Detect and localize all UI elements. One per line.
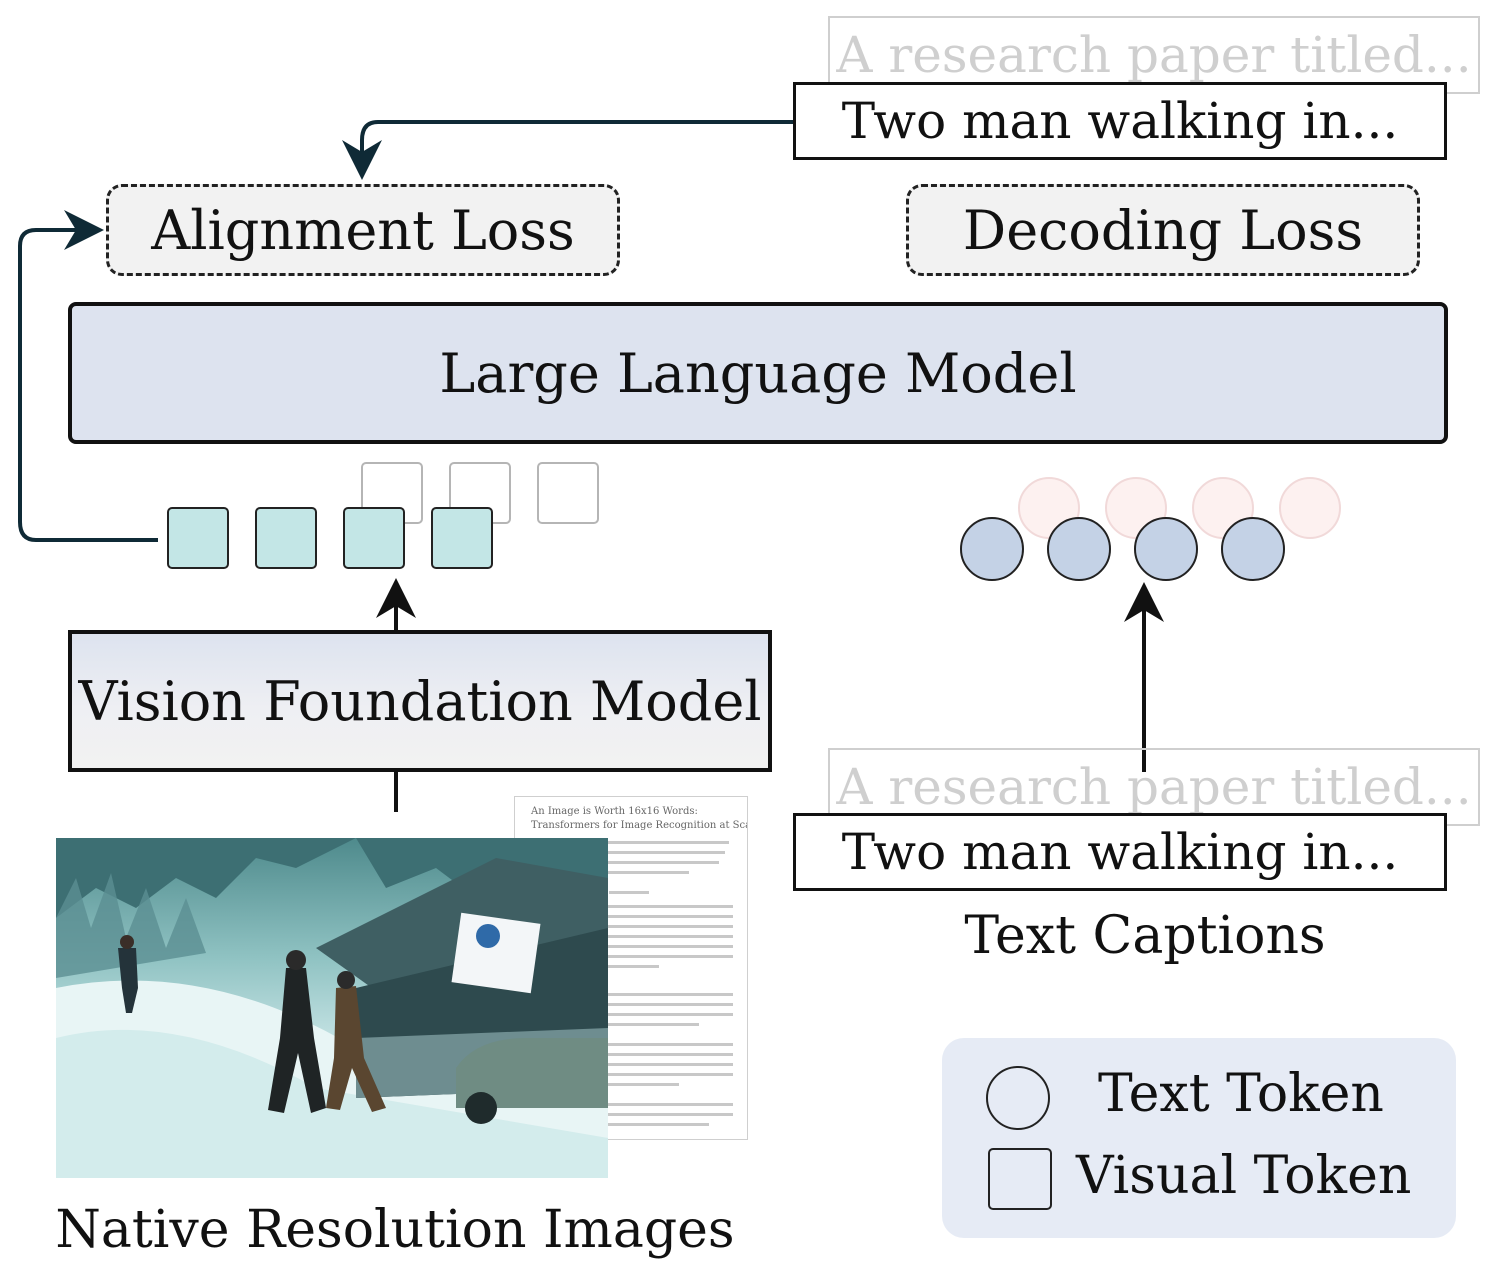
text-token bbox=[1134, 517, 1198, 581]
photo-scene bbox=[56, 838, 608, 1178]
caption-box-bottom: Two man walking in... bbox=[793, 813, 1447, 891]
paper-text-line bbox=[539, 1083, 679, 1086]
paper-text-line bbox=[539, 841, 729, 844]
visual-token bbox=[167, 507, 229, 569]
paper-text-line bbox=[539, 1063, 733, 1066]
paper-text-line bbox=[539, 861, 719, 864]
paper-text-line bbox=[539, 905, 733, 908]
photo-person-right bbox=[326, 986, 386, 1112]
legend: Text Token Visual Token bbox=[942, 1038, 1456, 1238]
photo-child bbox=[118, 948, 138, 1013]
paper-text-line bbox=[539, 1103, 733, 1106]
paper-text-line bbox=[539, 1123, 709, 1126]
photo-building-sign bbox=[451, 912, 541, 994]
paper-text-line bbox=[539, 955, 733, 958]
alignment-loss-box: Alignment Loss bbox=[106, 184, 620, 276]
photo-person-left bbox=[268, 968, 326, 1113]
photo-car-wheel bbox=[465, 1092, 497, 1124]
paper-text-line bbox=[539, 935, 733, 938]
decoding-loss-label: Decoding Loss bbox=[962, 198, 1364, 262]
visual-token bbox=[255, 507, 317, 569]
paper-text-line bbox=[539, 1023, 699, 1026]
text-token bbox=[1221, 517, 1285, 581]
paper-text-line bbox=[539, 945, 733, 948]
ghost-caption-bottom: A research paper titled... bbox=[828, 748, 1480, 826]
text-captions-label: Text Captions bbox=[964, 906, 1326, 966]
paper-text-line bbox=[539, 925, 733, 928]
paper-title-line-2: Transformers for Image Recognition at Sc… bbox=[531, 820, 748, 831]
caption-to-alignment-arrow bbox=[342, 120, 794, 180]
text-token bbox=[960, 517, 1024, 581]
ghost-caption-top: A research paper titled... bbox=[828, 16, 1480, 94]
paper-text-line bbox=[539, 871, 689, 874]
paper-text-line bbox=[539, 851, 725, 854]
native-resolution-photo bbox=[56, 838, 608, 1178]
decoding-loss-box: Decoding Loss bbox=[906, 184, 1420, 276]
text-token-ghost bbox=[1279, 477, 1341, 539]
paper-thumbnail: An Image is Worth 16x16 Words: Transform… bbox=[514, 796, 748, 1140]
photo-child-head bbox=[120, 935, 134, 949]
caption-box-top: Two man walking in... bbox=[793, 82, 1447, 160]
photo-forest bbox=[56, 838, 608, 918]
alignment-loss-label: Alignment Loss bbox=[151, 198, 575, 262]
paper-text-line bbox=[539, 915, 733, 918]
paper-text-line bbox=[539, 1043, 733, 1046]
paper-text-line bbox=[539, 1113, 733, 1116]
text-token-legend-icon bbox=[986, 1066, 1050, 1130]
visual-token-ghost bbox=[537, 462, 599, 524]
paper-text-line bbox=[539, 1073, 733, 1076]
native-images-label: Native Resolution Images bbox=[55, 1200, 735, 1260]
photo-car bbox=[456, 1038, 608, 1108]
text-token bbox=[1047, 517, 1111, 581]
photo-person-left-head bbox=[286, 950, 306, 970]
paper-text-line bbox=[539, 1003, 733, 1006]
vision-foundation-model-block: Vision Foundation Model bbox=[68, 630, 772, 772]
paper-title-line-1: An Image is Worth 16x16 Words: bbox=[531, 806, 698, 817]
llm-block: Large Language Model bbox=[68, 302, 1448, 444]
paper-text-line bbox=[539, 993, 733, 996]
paper-text-line bbox=[609, 891, 649, 894]
vision-model-label: Vision Foundation Model bbox=[78, 669, 762, 733]
paper-text-line bbox=[539, 1013, 733, 1016]
llm-label: Large Language Model bbox=[439, 341, 1077, 405]
photo-sign-logo bbox=[476, 924, 500, 948]
visual-token bbox=[343, 507, 405, 569]
photo-trees bbox=[56, 873, 206, 978]
visual-tokens-to-alignment-arrow bbox=[18, 210, 158, 542]
legend-visual-token-label: Visual Token bbox=[1076, 1146, 1412, 1206]
photo-person-right-head bbox=[337, 971, 355, 989]
legend-text-token-label: Text Token bbox=[1098, 1064, 1384, 1124]
visual-token bbox=[431, 507, 493, 569]
visual-token-legend-icon bbox=[988, 1148, 1052, 1210]
paper-text-line bbox=[539, 1053, 733, 1056]
